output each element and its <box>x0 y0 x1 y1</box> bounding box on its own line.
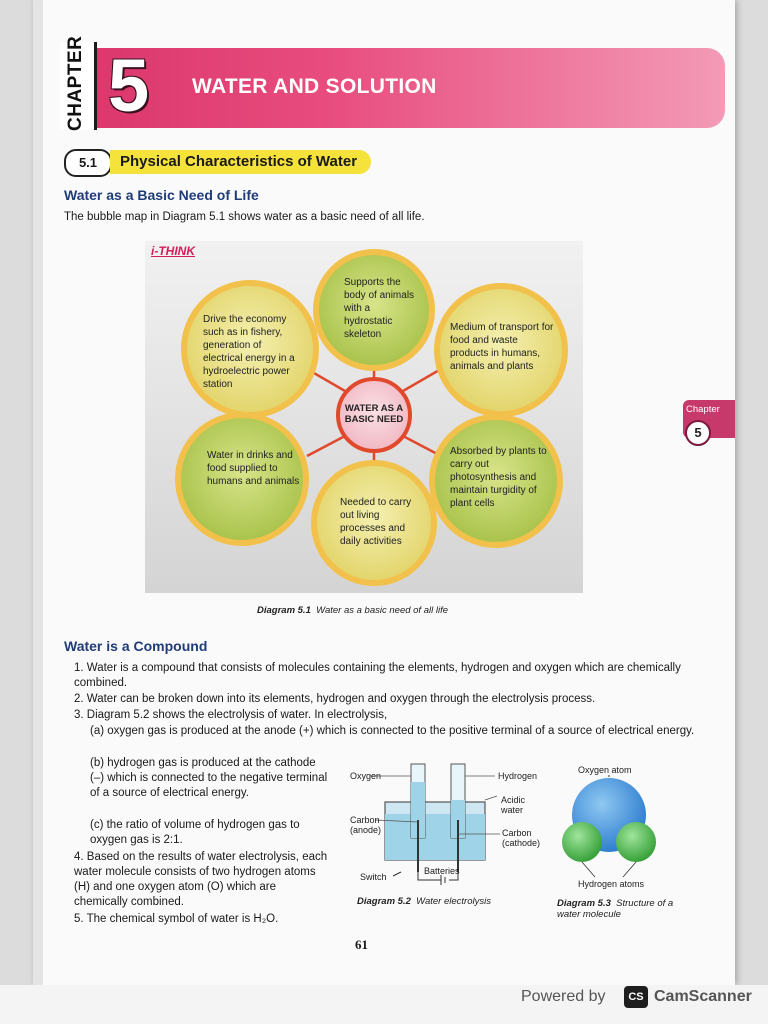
list-item: 5. The chemical symbol of water is H₂O. <box>74 913 279 925</box>
bubble-text-2: Medium of transport for food and waste p… <box>450 322 554 372</box>
compound-heading: Water is a Compound <box>64 638 208 654</box>
bubble-2 <box>434 283 568 417</box>
list-item: (c) the ratio of volume of hydrogen gas … <box>90 819 300 846</box>
section-title: Physical Characteristics of Water <box>110 150 372 174</box>
section-number-badge: 5.1 <box>64 149 112 177</box>
center-bubble <box>336 377 412 453</box>
bubble-6 <box>181 280 319 418</box>
electrolysis-diagram <box>370 763 500 885</box>
hydrogen-atoms-label: Hydrogen atoms <box>578 879 645 889</box>
hydrogen-atom <box>562 822 602 862</box>
chapter-vertical-label: CHAPTER <box>65 35 86 131</box>
list-item: 1. Water is a compound that consists of … <box>74 662 681 689</box>
bubble-text-1: Supports the body of animals with a hydr… <box>344 277 415 340</box>
bubble-text-4: Needed to carry out living processes and… <box>340 497 412 547</box>
list-item: 2. Water can be broken down into its ele… <box>74 693 596 705</box>
caption-text: Water electrolysis <box>416 896 491 907</box>
intro-paragraph: The bubble map in Diagram 5.1 shows wate… <box>64 211 425 223</box>
oxygen-atom-label: Oxygen atom <box>578 765 632 775</box>
carbon-cathode-label: Carbon (cathode) <box>502 828 541 848</box>
camscanner-brand: CamScanner <box>654 988 752 1005</box>
caption-text: Structure of a water molecule <box>557 898 674 920</box>
powered-by-text: Powered by <box>521 988 606 1005</box>
diagram-5-1-caption: Diagram 5.1 Water as a basic need of all… <box>257 605 448 616</box>
scanner-footer <box>0 985 768 1024</box>
chapter-tab-label: Chapter <box>686 404 720 415</box>
bubble-text-3: Absorbed by plants to carry out photosyn… <box>450 446 547 509</box>
ithink-label: i-THINK <box>151 244 195 258</box>
switch-label: Switch <box>360 872 387 882</box>
bubble-1 <box>313 249 435 371</box>
center-bubble-text: WATER AS A BASIC NEED <box>344 403 404 425</box>
caption-label: Diagram 5.1 <box>257 605 311 616</box>
caption-label: Diagram 5.2 <box>357 896 411 907</box>
page-binding-strip <box>33 0 43 985</box>
page-number: 61 <box>355 937 368 952</box>
bubble-map-graphic <box>175 249 568 586</box>
caption-label: Diagram 5.3 <box>557 898 611 909</box>
chapter-tab-number: 5 <box>685 420 711 446</box>
hydrogen-atom <box>616 822 656 862</box>
carbon-anode-label: Carbon (anode) <box>350 815 382 835</box>
list-item: 4. Based on the results of water electro… <box>74 851 328 908</box>
chapter-vertical-tag: CHAPTER <box>60 35 97 131</box>
acidic-water-label: Acidic water <box>501 795 526 815</box>
bubble-text-6: Drive the economy such as in fishery, ge… <box>203 314 295 390</box>
batteries-label: Batteries <box>424 866 460 876</box>
bubble-3 <box>429 414 563 548</box>
chapter-number: 5 <box>108 44 150 127</box>
list-item: (b) hydrogen gas is produced at the cath… <box>90 757 328 799</box>
bubble-text-5: Water in drinks and food supplied to hum… <box>207 450 300 487</box>
camscanner-logo-icon: CS <box>624 986 648 1008</box>
subsection-heading: Water as a Basic Need of Life <box>64 187 259 203</box>
list-item: 3. Diagram 5.2 shows the electrolysis of… <box>74 709 388 721</box>
diagram-5-3-caption: Diagram 5.3 Structure of a water molecul… <box>557 898 677 920</box>
hydrogen-label: Hydrogen <box>498 771 538 781</box>
chapter-banner <box>60 48 725 128</box>
water-molecule-diagram <box>562 775 656 878</box>
chapter-title: WATER AND SOLUTION <box>192 75 437 98</box>
bubble-4 <box>311 460 437 586</box>
oxygen-label: Oxygen <box>350 771 382 781</box>
list-item: (a) oxygen gas is produced at the anode … <box>90 725 695 737</box>
caption-text: Water as a basic need of all life <box>316 605 448 616</box>
diagram-5-2-caption: Diagram 5.2 Water electrolysis <box>357 896 491 907</box>
